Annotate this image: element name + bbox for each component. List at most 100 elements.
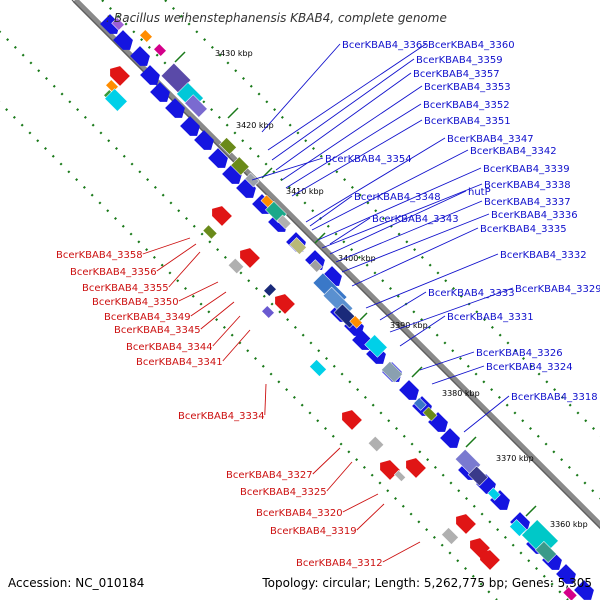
- kbp-tick-label: 3430 kbp: [215, 49, 253, 58]
- gene-label-forward: BcerKBAB4_3351: [424, 116, 511, 127]
- kbp-tick-mark: [525, 505, 537, 517]
- leader-line-reverse: [312, 447, 341, 475]
- kbp-tick-label: 3420 kbp: [236, 121, 274, 130]
- cds-reverse-arrow: [275, 294, 295, 314]
- kbp-tick-mark: [227, 107, 239, 119]
- leader-line-forward: [251, 157, 324, 181]
- cds-forward-arrow: [180, 116, 200, 136]
- kbp-tick-mark: [174, 51, 186, 63]
- feature-block: [562, 586, 578, 600]
- leader-line-forward: [335, 200, 483, 263]
- gene-label-forward: BcerKBAB4_3331: [447, 312, 534, 323]
- feature-block: [381, 361, 403, 383]
- leader-line-forward: [261, 43, 341, 133]
- feature-block: [364, 334, 388, 358]
- gene-label-reverse: BcerKBAB4_3355: [82, 283, 169, 294]
- gene-label-forward: BcerKBAB4_3347: [447, 134, 534, 145]
- cds-reverse-arrow: [480, 550, 500, 570]
- gene-label-forward: BcerKBAB4_3343: [372, 214, 459, 225]
- feature-block: [509, 519, 527, 537]
- leader-line-reverse: [142, 237, 191, 255]
- gene-label-forward: BcerKBAB4_3337: [484, 197, 571, 208]
- gene-label-forward: BcerKBAB4_3333: [428, 288, 515, 299]
- feature-block: [393, 469, 407, 483]
- gene-label-forward: BcerKBAB4_3354: [325, 154, 412, 165]
- leader-line-reverse: [222, 329, 251, 362]
- leader-line-forward: [399, 315, 446, 347]
- kbp-tick-label: 3400 kbp: [338, 254, 376, 263]
- leader-line-forward: [317, 167, 482, 241]
- cds-forward-arrow: [399, 380, 419, 400]
- cds-forward-arrow: [100, 14, 120, 34]
- kbp-tick-label: 3410 kbp: [286, 187, 324, 196]
- leader-line-forward: [351, 227, 479, 287]
- leader-line-forward: [463, 395, 510, 433]
- gene-label-forward: BcerKBAB4_3336: [491, 210, 578, 221]
- gene-label-reverse: BcerKBAB4_3325: [240, 487, 327, 498]
- cds-forward-arrow: [556, 564, 576, 584]
- kbp-tick-mark: [411, 366, 423, 378]
- leader-line-forward: [329, 217, 371, 245]
- gene-label-reverse: BcerKBAB4_3358: [56, 250, 143, 261]
- feature-block: [276, 214, 292, 230]
- leader-line-forward: [285, 103, 422, 189]
- dotted-guide-outer-left: [0, 101, 498, 600]
- feature-block: [535, 541, 557, 563]
- gene-label-forward: BcerKBAB4_3360: [428, 40, 515, 51]
- gene-label-reverse: BcerKBAB4_3327: [226, 470, 313, 481]
- feature-block: [367, 435, 385, 453]
- leader-line-forward: [379, 291, 427, 321]
- gene-label-reverse: BcerKBAB4_3345: [114, 325, 201, 336]
- gene-label-reverse: BcerKBAB4_3344: [126, 342, 213, 353]
- leader-line-reverse: [264, 383, 267, 416]
- leader-line-forward: [365, 253, 499, 309]
- gene-label-reverse: BcerKBAB4_3350: [92, 297, 179, 308]
- label-leader-lines: [142, 43, 514, 563]
- feature-block: [487, 487, 501, 501]
- feature-block: [309, 259, 323, 273]
- leader-line-forward: [321, 183, 483, 249]
- feature-block: [422, 406, 438, 422]
- leader-line-reverse: [326, 461, 353, 492]
- feature-block: [441, 527, 459, 545]
- kbp-tick-label: 3360 kbp: [550, 520, 588, 529]
- gene-label-reverse: BcerKBAB4_3319: [270, 526, 357, 537]
- feature-block: [289, 237, 307, 255]
- feature-block: [227, 257, 245, 275]
- gene-label-reverse: BcerKBAB4_3312: [296, 558, 383, 569]
- gene-label-forward: BcerKBAB4_3335: [480, 224, 567, 235]
- leader-line-forward: [389, 287, 514, 333]
- leader-line-forward: [419, 351, 475, 371]
- gene-label-reverse: BcerKBAB4_3334: [178, 411, 265, 422]
- backbone-edge: [71, 0, 600, 529]
- gene-label-forward: BcerKBAB4_3348: [354, 192, 441, 203]
- leader-line-reverse: [200, 301, 235, 330]
- gene-label-forward: BcerKBAB4_3339: [483, 164, 570, 175]
- gene-label-forward: BcerKBAB4_3353: [424, 82, 511, 93]
- gene-label-reverse: BcerKBAB4_3349: [104, 312, 191, 323]
- leader-line-reverse: [190, 291, 227, 317]
- gene-features: [100, 14, 594, 600]
- accession-text: Accession: NC_010184: [8, 576, 145, 590]
- feature-block: [153, 43, 167, 57]
- cds-reverse-arrow: [240, 248, 260, 268]
- leader-line-forward: [291, 119, 423, 197]
- leader-line-forward: [341, 213, 490, 273]
- kbp-tick-label: 3380 kbp: [442, 389, 480, 398]
- cds-reverse-arrow: [110, 66, 130, 86]
- cds-forward-arrow: [194, 130, 214, 150]
- leader-line-reverse: [212, 315, 241, 347]
- leader-line-reverse: [382, 541, 421, 563]
- gene-label-forward: hutP: [468, 187, 491, 198]
- gene-label-forward: BcerKBAB4_3359: [416, 55, 503, 66]
- cds-forward-arrow: [165, 98, 185, 118]
- leader-line-forward: [271, 58, 415, 161]
- feature-block: [219, 137, 237, 155]
- feature-block: [467, 465, 489, 487]
- cds-reverse-arrow: [456, 514, 476, 534]
- leader-line-reverse: [342, 493, 379, 513]
- gene-label-forward: BcerKBAB4_3352: [423, 100, 510, 111]
- title-prefix: :: [106, 11, 110, 25]
- feature-block: [139, 29, 153, 43]
